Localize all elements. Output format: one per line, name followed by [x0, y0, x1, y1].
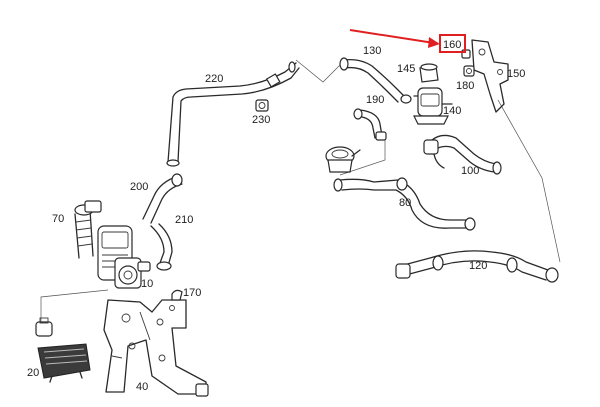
bracket-40[interactable] — [103, 299, 209, 397]
part-20[interactable] — [35, 317, 91, 383]
hose-70[interactable] — [74, 200, 102, 259]
callout-145[interactable]: 145 — [397, 63, 415, 75]
valve-140[interactable] — [413, 87, 453, 125]
leader-lines — [40, 59, 561, 322]
hose-220[interactable] — [166, 61, 300, 167]
callout-150[interactable]: 150 — [507, 68, 525, 80]
bracket-150[interactable] — [471, 39, 509, 113]
hose-100[interactable] — [423, 134, 502, 175]
callout-190[interactable]: 190 — [366, 94, 384, 106]
callout-80[interactable]: 80 — [399, 197, 411, 209]
callout-40[interactable]: 40 — [136, 381, 148, 393]
callout-140[interactable]: 140 — [443, 105, 461, 117]
callout-10[interactable]: 10 — [141, 278, 153, 290]
nut-230[interactable] — [255, 99, 269, 112]
highlight-box — [439, 34, 466, 53]
callout-70[interactable]: 70 — [52, 213, 64, 225]
callout-100[interactable]: 100 — [461, 165, 479, 177]
hose-120[interactable] — [395, 250, 559, 283]
callout-230[interactable]: 230 — [252, 114, 270, 126]
hose-210[interactable] — [150, 223, 173, 271]
callout-120[interactable]: 120 — [469, 260, 487, 272]
cap-145[interactable] — [419, 63, 439, 83]
heater-10[interactable] — [97, 225, 151, 289]
clip-170[interactable] — [171, 289, 183, 301]
hose-200[interactable] — [142, 173, 183, 224]
nut-180[interactable] — [463, 65, 475, 77]
pump-center[interactable] — [325, 146, 361, 173]
callout-130[interactable]: 130 — [363, 45, 381, 57]
callout-210[interactable]: 210 — [175, 214, 193, 226]
callout-labels: 130 160 145 150 180 220 190 140 230 100 … — [27, 39, 525, 393]
callout-170[interactable]: 170 — [183, 287, 201, 299]
callout-180[interactable]: 180 — [456, 80, 474, 92]
hose-80[interactable] — [333, 177, 476, 231]
callout-160[interactable]: 160 — [443, 39, 461, 51]
hose-190[interactable] — [353, 108, 387, 141]
callout-20[interactable]: 20 — [27, 367, 39, 379]
highlight-arrow — [349, 29, 440, 48]
callout-200[interactable]: 200 — [130, 181, 148, 193]
callout-220[interactable]: 220 — [205, 73, 223, 85]
hose-130[interactable] — [339, 57, 412, 104]
